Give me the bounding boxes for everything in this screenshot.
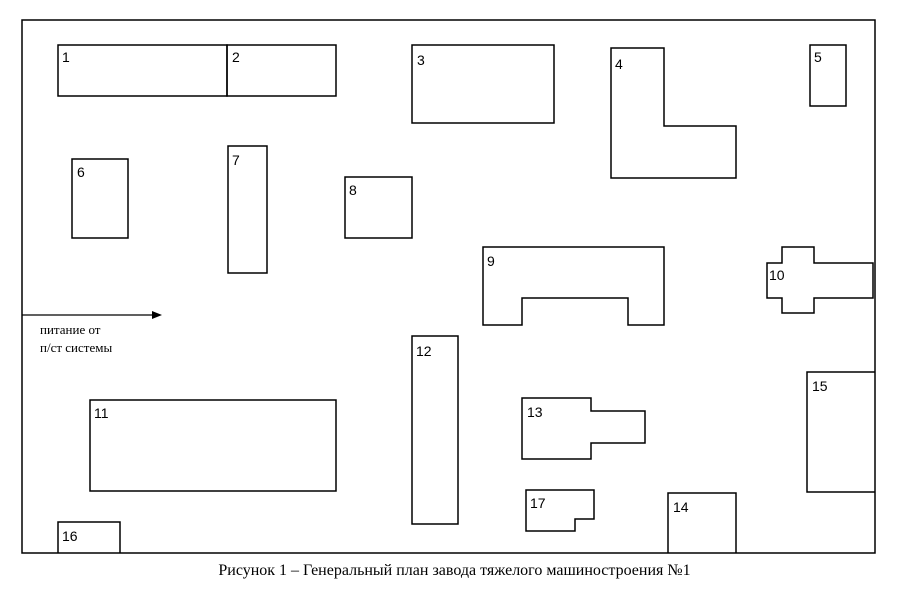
building-7 <box>227 145 268 274</box>
building-16 <box>57 521 121 553</box>
building-10 <box>766 246 874 314</box>
power-note-line-2: п/ст системы <box>40 340 112 355</box>
building-9 <box>482 246 665 326</box>
building-1 <box>57 44 228 97</box>
building-11 <box>89 399 337 492</box>
building-9-number: 9 <box>487 253 495 269</box>
figure-caption: Рисунок 1 – Генеральный план завода тяже… <box>218 562 691 579</box>
building-14 <box>667 492 737 553</box>
building-4 <box>610 47 737 179</box>
building-14-number: 14 <box>673 499 689 515</box>
building-15-number: 15 <box>812 378 828 394</box>
building-13-number: 13 <box>527 404 543 420</box>
power-feed-arrowhead <box>152 311 162 319</box>
building-5-number: 5 <box>814 49 822 65</box>
building-12 <box>411 335 459 525</box>
building-8-number: 8 <box>349 182 357 198</box>
building-2 <box>226 44 337 97</box>
building-15 <box>806 371 875 493</box>
building-8 <box>344 176 413 239</box>
power-note-line-1: питание от <box>40 322 101 337</box>
building-13 <box>521 397 646 460</box>
building-6 <box>71 158 129 239</box>
building-12-number: 12 <box>416 343 432 359</box>
building-3 <box>411 44 555 124</box>
building-6-number: 6 <box>77 164 85 180</box>
site-plan-diagram: 1 2 3 4 5 6 7 8 9 10 питание от п/ст сис… <box>21 19 876 554</box>
building-7-number: 7 <box>232 152 240 168</box>
site-boundary <box>21 19 876 554</box>
building-2-number: 2 <box>232 49 240 65</box>
building-11-number: 11 <box>94 405 109 421</box>
building-17-number: 17 <box>530 495 546 511</box>
building-16-number: 16 <box>62 528 78 544</box>
building-1-number: 1 <box>62 49 70 65</box>
building-4-number: 4 <box>615 56 623 72</box>
building-10-number: 10 <box>769 267 785 283</box>
building-3-number: 3 <box>417 52 425 68</box>
building-17 <box>525 489 595 532</box>
building-5 <box>809 44 847 107</box>
